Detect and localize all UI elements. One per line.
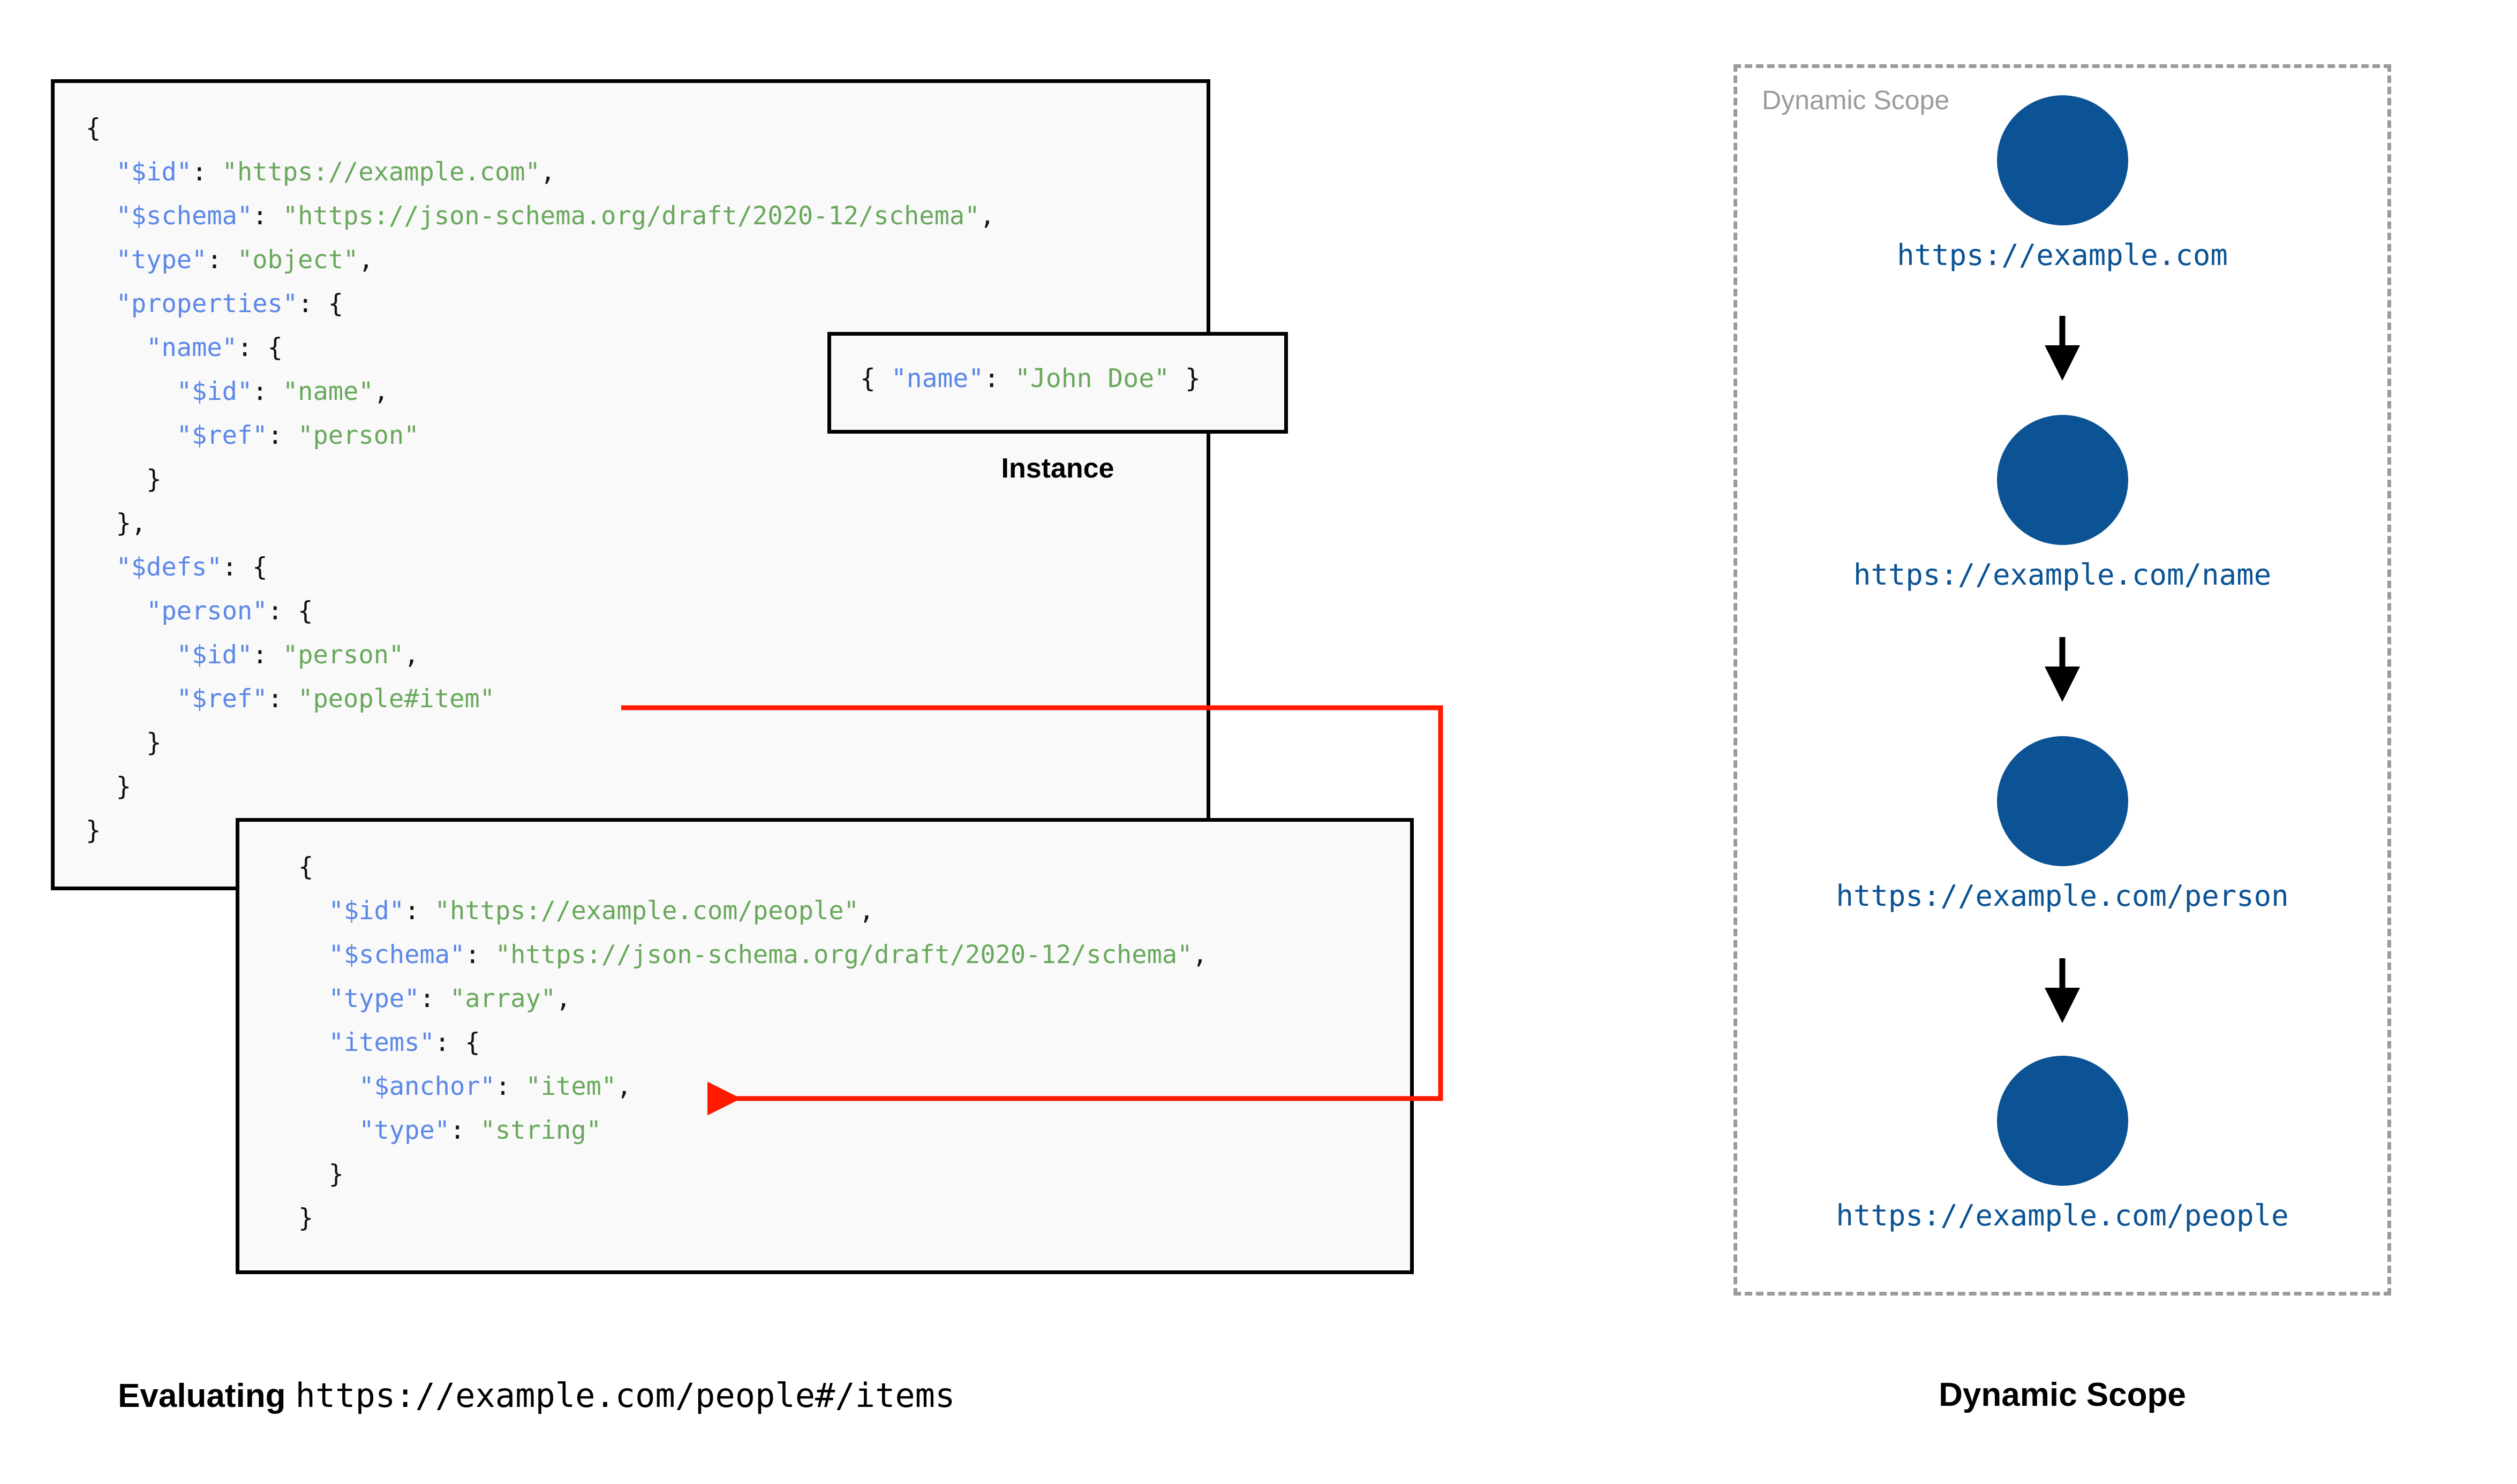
scope-node-circle (1996, 95, 2128, 225)
scope-node-name: https://example.com/name (1734, 415, 2391, 592)
evaluating-uri: https://example.com/people#/items (295, 1376, 955, 1415)
dynamic-scope-caption: Dynamic Scope (1939, 1376, 2186, 1413)
root-schema-code: { "$id": "https://example.com", "$schema… (86, 113, 995, 845)
evaluating-label: Evaluating (118, 1377, 286, 1414)
people-schema-box: { "$id": "https://example.com/people", "… (236, 818, 1414, 1274)
scope-node-circle (1996, 415, 2128, 545)
people-schema-code: { "$id": "https://example.com/people", "… (298, 852, 1208, 1233)
scope-node-person: https://example.com/person (1734, 736, 2391, 913)
scope-arrow-1 (2045, 316, 2080, 381)
instance-box: { "name": "John Doe" } (827, 332, 1288, 434)
instance-code: { "name": "John Doe" } (860, 364, 1201, 393)
scope-node-label: https://example.com (1897, 238, 2228, 272)
instance-caption: Instance (1001, 453, 1114, 484)
scope-node-people: https://example.com/people (1734, 1056, 2391, 1232)
scope-node-circle (1996, 736, 2128, 866)
scope-node-circle (1996, 1056, 2128, 1186)
root-schema-box: { "$id": "https://example.com", "$schema… (51, 79, 1210, 890)
scope-node-label: https://example.com/name (1853, 558, 2272, 592)
scope-node-root: https://example.com (1734, 95, 2391, 272)
scope-arrow-3 (2045, 958, 2080, 1023)
scope-arrow-2 (2045, 637, 2080, 702)
scope-node-label: https://example.com/person (1836, 879, 2289, 913)
dynamic-scope-panel (1734, 64, 2391, 1296)
scope-node-label: https://example.com/people (1836, 1199, 2289, 1232)
dynamic-scope-inline-label: Dynamic Scope (1762, 85, 1950, 115)
